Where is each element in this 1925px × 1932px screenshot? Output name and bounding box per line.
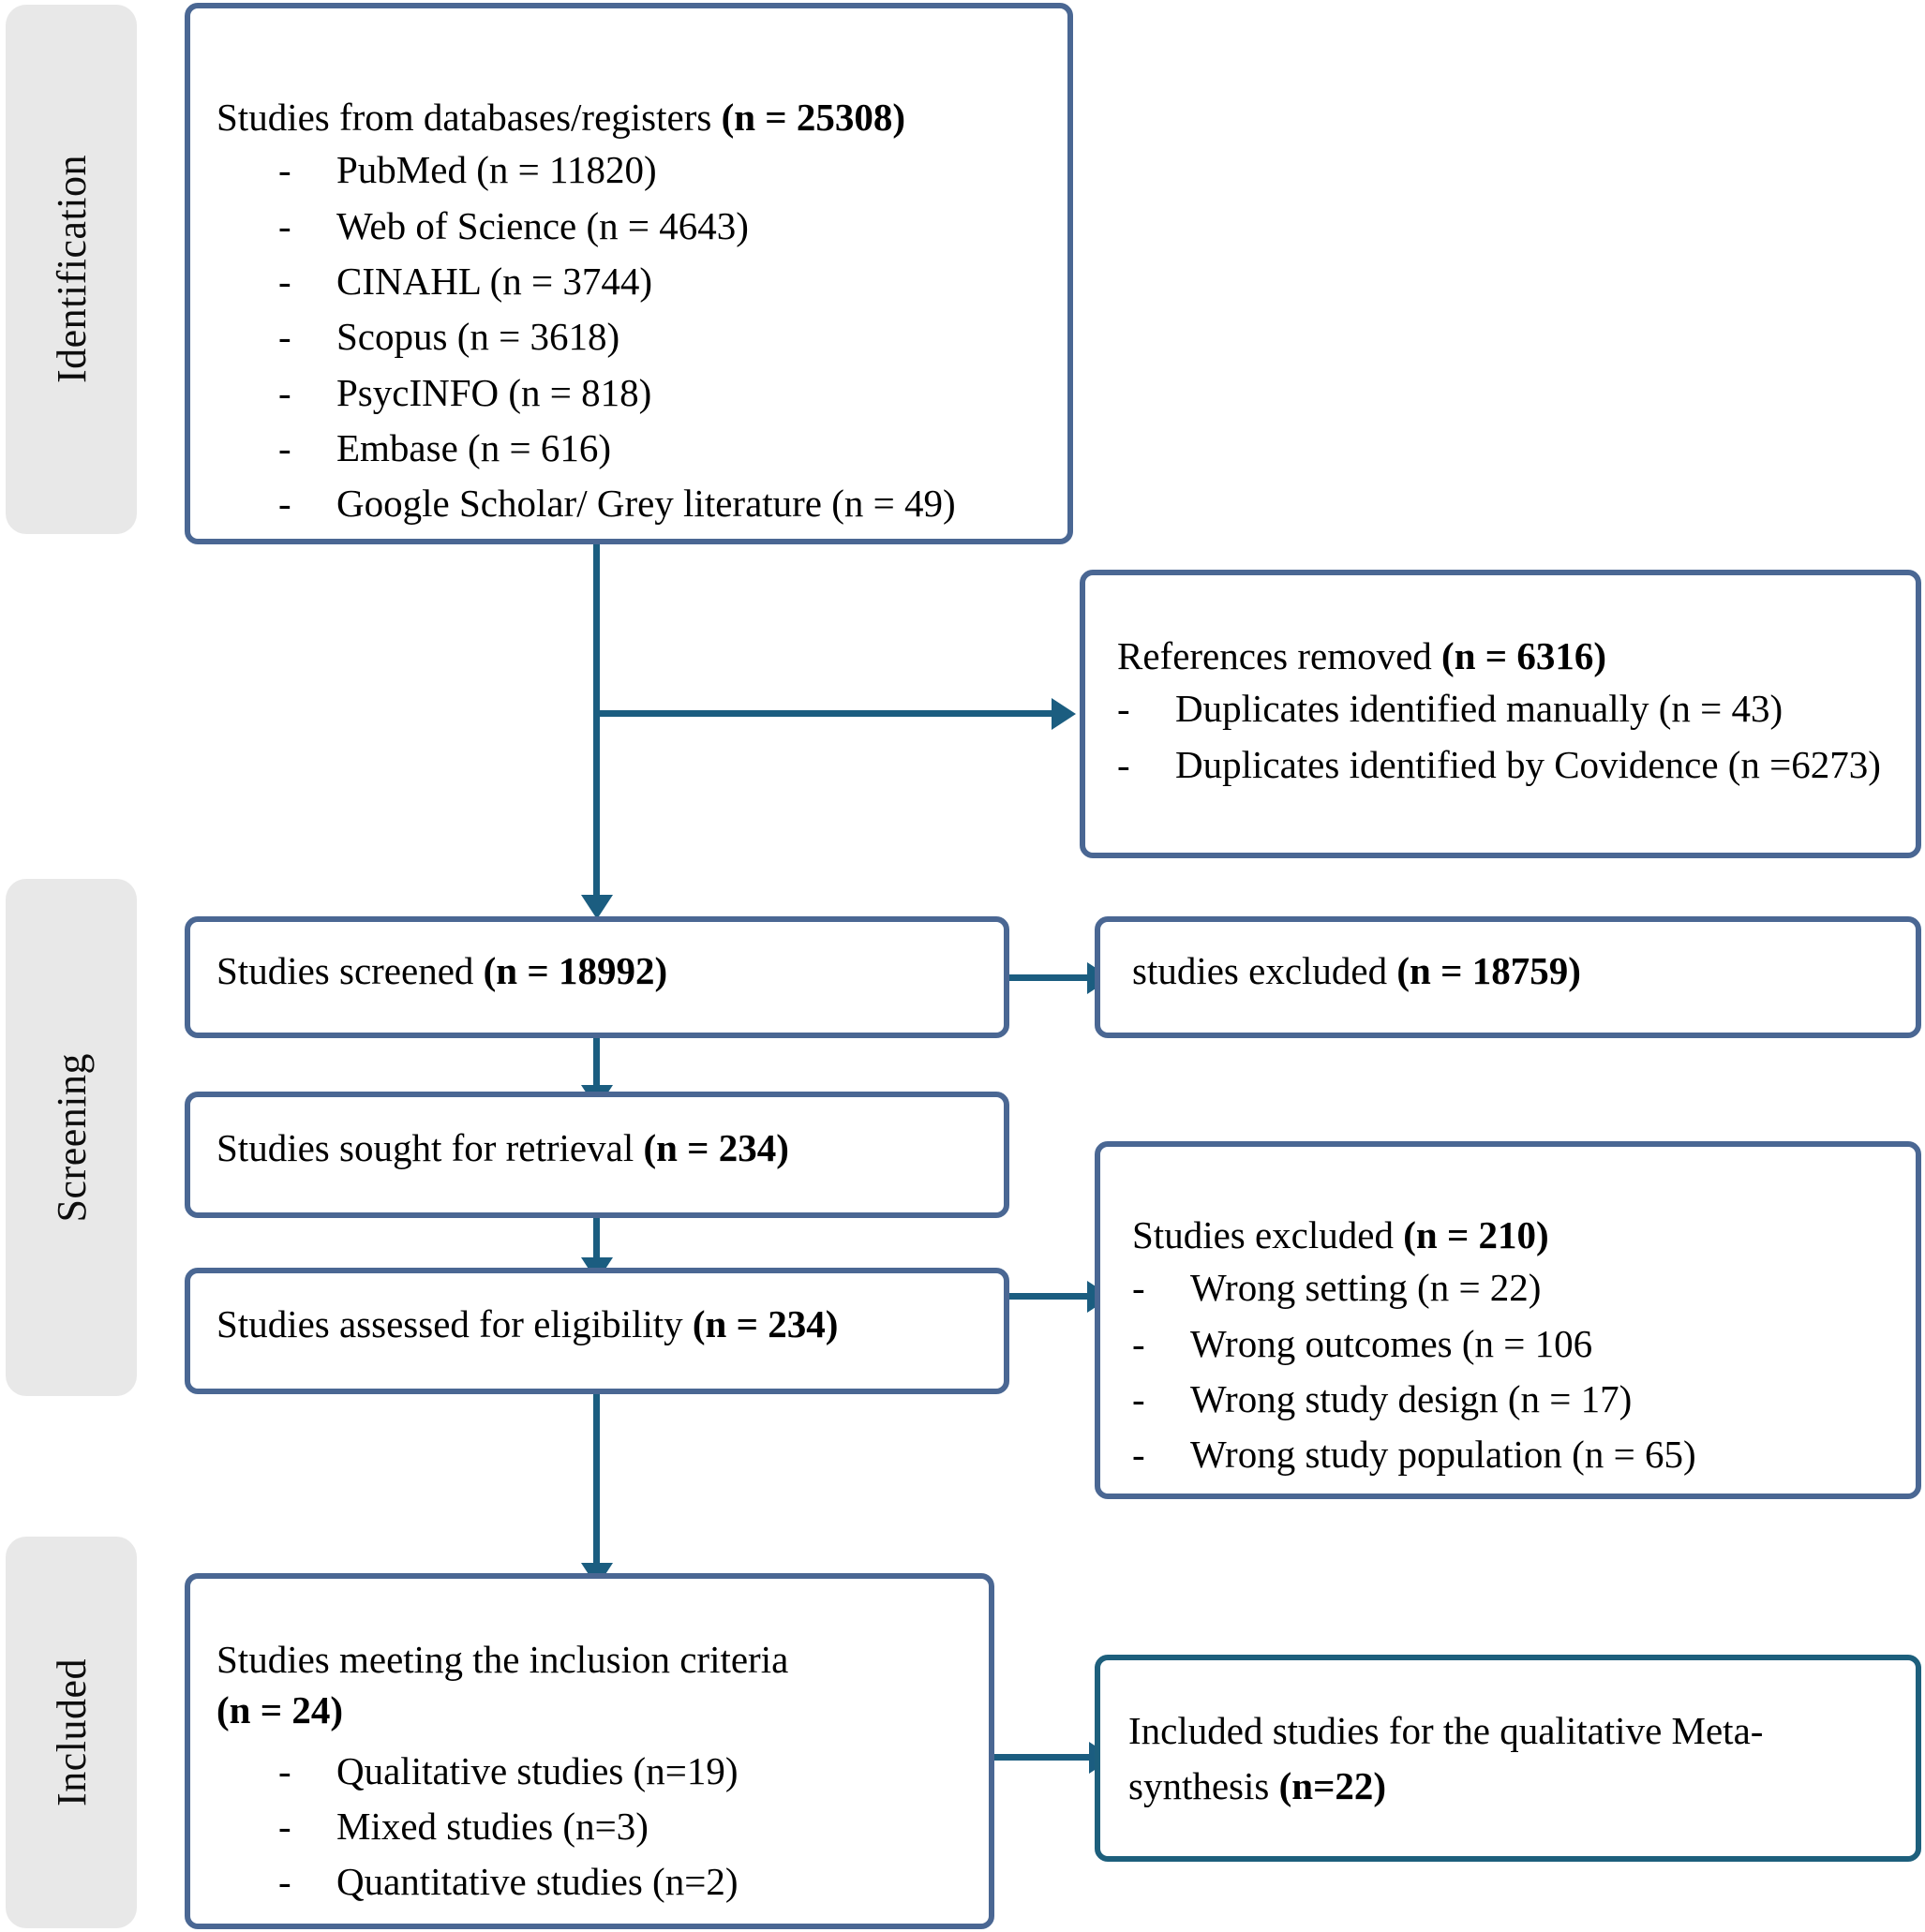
list-item: -CINAHL (n = 3744) [278,257,1054,306]
box-studies-excluded-eligibility: Studies excluded (n = 210) -Wrong settin… [1095,1141,1921,1499]
list-item: -Wrong study population (n = 65) [1132,1430,1897,1479]
dash-bullet-icon: - [1132,1266,1145,1310]
stage-band-identification: Identification [6,5,137,534]
box-inclusion-criteria-title: Studies meeting the inclusion criteria [216,1638,789,1681]
dash-bullet-icon: - [278,259,291,303]
stage-label-screening: Screening [48,1052,95,1223]
box-studies-excluded-screening-title: studies excluded (n = 18759) [1132,949,1581,992]
box-studies-from-databases-count: (n = 25308) [721,96,906,139]
dash-bullet-icon: - [1117,687,1130,731]
box-studies-meeting-inclusion-criteria: Studies meeting the inclusion criteria (… [185,1573,994,1929]
connector-screened-to-excluded [1009,974,1096,981]
box-studies-excluded-screening: studies excluded (n = 18759) [1095,916,1921,1038]
list-item: -Quantitative studies (n=2) [278,1857,976,1907]
connector-screened-to-sought [593,1038,600,1092]
box-metasynthesis-count: (n=22) [1278,1764,1387,1808]
inclusion-count-value: (n = 24) [216,1688,343,1732]
box-studies-sought-title: Studies sought for retrieval (n = 234) [216,1126,789,1169]
box-studies-screened-count: (n = 18992) [483,949,668,992]
box-studies-sought-for-retrieval: Studies sought for retrieval (n = 234) [185,1092,1009,1218]
list-item: -Wrong study design (n = 17) [1132,1375,1897,1424]
connector-assessed-to-excluded [1009,1293,1096,1300]
list-item: -Web of Science (n = 4643) [278,201,1054,251]
dash-bullet-icon: - [1117,742,1130,786]
dash-bullet-icon: - [278,482,291,526]
list-item: -Mixed studies (n=3) [278,1802,976,1851]
dash-bullet-icon: - [1132,1376,1145,1420]
box-studies-assessed-for-eligibility: Studies assessed for eligibility (n = 23… [185,1268,1009,1394]
list-item: -Wrong setting (n = 22) [1132,1263,1897,1313]
dash-bullet-icon: - [278,370,291,414]
arrowhead-to-references-removed [1052,698,1076,730]
box-studies-assessed-count: (n = 234) [692,1302,839,1345]
references-removed-list: -Duplicates identified manually (n = 43)… [1117,684,1897,790]
list-item: -Qualitative studies (n=19) [278,1746,976,1796]
connector-sought-to-assessed [593,1218,600,1268]
box-studies-sought-count: (n = 234) [643,1126,789,1169]
list-item: -Duplicates identified manually (n = 43) [1117,684,1897,734]
box-metasynthesis-title: Included studies for the qualitative Met… [1128,1709,1764,1808]
list-item: -Embase (n = 616) [278,424,1054,473]
list-item: -Scopus (n = 3618) [278,312,1054,362]
stage-band-screening: Screening [6,879,137,1396]
box-studies-excluded-screening-count: (n = 18759) [1396,949,1581,992]
box-studies-assessed-title: Studies assessed for eligibility (n = 23… [216,1302,839,1345]
box-studies-screened-title: Studies screened (n = 18992) [216,949,668,992]
box-studies-excluded-eligibility-count: (n = 210) [1403,1213,1549,1256]
list-item: -PubMed (n = 11820) [278,145,1054,195]
connector-to-references-removed [593,710,1057,717]
dash-bullet-icon: - [278,1805,291,1849]
list-item: -Google Scholar/ Grey literature (n = 49… [278,479,1054,528]
dash-bullet-icon: - [1132,1433,1145,1477]
inclusion-study-types-list: -Qualitative studies (n=19) -Mixed studi… [216,1746,976,1908]
eligibility-exclusion-reasons-list: -Wrong setting (n = 22) -Wrong outcomes … [1132,1263,1897,1479]
box-inclusion-criteria-count: (n = 24) [216,1687,976,1732]
database-source-list: -PubMed (n = 11820) -Web of Science (n =… [216,145,1054,528]
dash-bullet-icon: - [278,1748,291,1792]
connector-inclusion-to-metasynthesis [993,1754,1097,1761]
stage-band-included: Included [6,1537,137,1928]
box-studies-from-databases-title: Studies from databases/registers (n = 25… [216,96,906,139]
dash-bullet-icon: - [278,315,291,359]
stage-label-included: Included [48,1658,95,1806]
box-references-removed-title: References removed (n = 6316) [1117,634,1607,677]
dash-bullet-icon: - [278,203,291,247]
box-references-removed-count: (n = 6316) [1441,634,1607,677]
box-studies-screened: Studies screened (n = 18992) [185,916,1009,1038]
dash-bullet-icon: - [278,425,291,469]
box-studies-excluded-eligibility-title: Studies excluded (n = 210) [1132,1213,1549,1256]
dash-bullet-icon: - [278,1860,291,1904]
box-included-studies-metasynthesis: Included studies for the qualitative Met… [1095,1655,1921,1862]
stage-label-identification: Identification [48,155,95,384]
box-references-removed: References removed (n = 6316) -Duplicate… [1080,570,1921,858]
connector-databases-to-screened [593,542,600,905]
list-item: -PsycINFO (n = 818) [278,368,1054,418]
dash-bullet-icon: - [278,148,291,192]
box-studies-from-databases: Studies from databases/registers (n = 25… [185,3,1073,544]
arrowhead-to-screened [581,895,613,919]
list-item: -Duplicates identified by Covidence (n =… [1117,740,1897,790]
list-item: -Wrong outcomes (n = 106 [1132,1319,1897,1369]
connector-assessed-to-inclusion [593,1393,600,1573]
dash-bullet-icon: - [1132,1321,1145,1365]
